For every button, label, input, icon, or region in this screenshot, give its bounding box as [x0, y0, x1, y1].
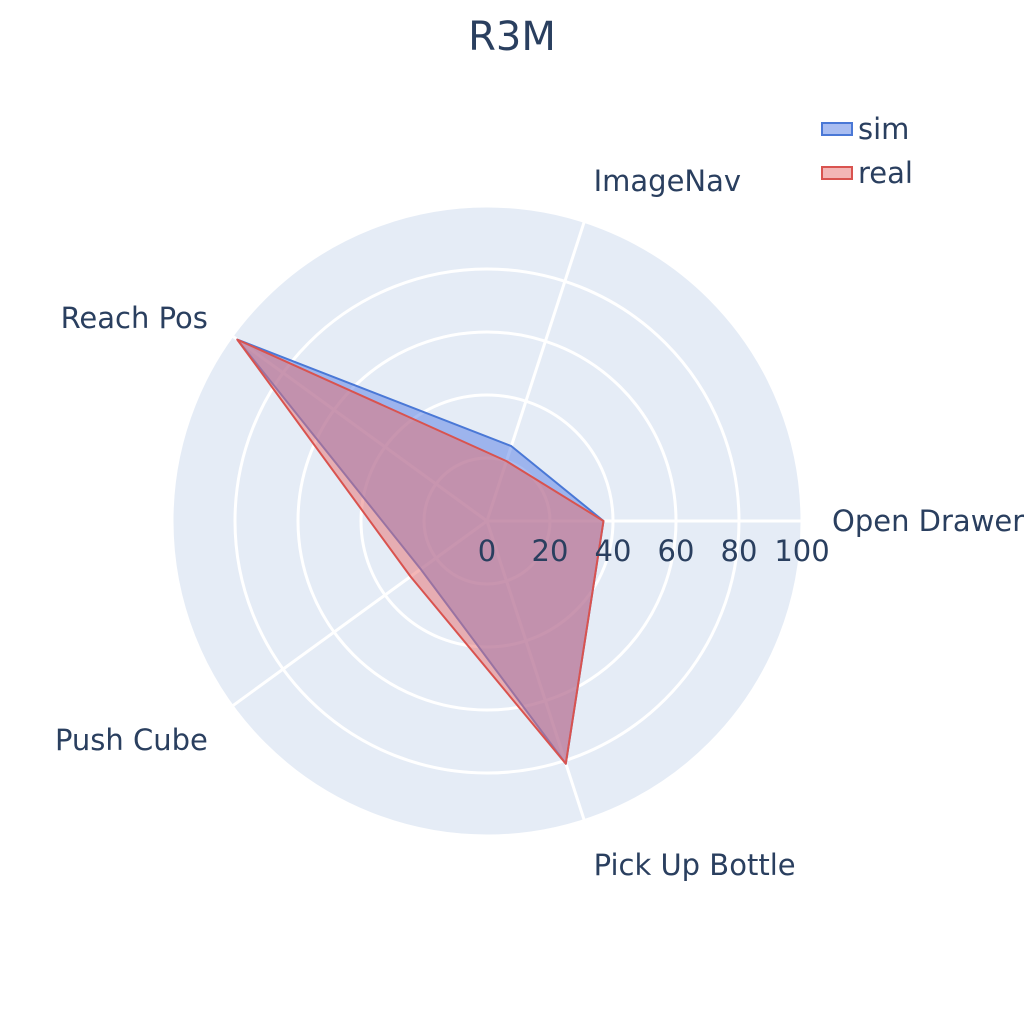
tick-label: 0 — [478, 534, 496, 568]
series-layer — [236, 338, 605, 765]
legend-item[interactable]: real — [821, 156, 913, 190]
legend-label: real — [858, 156, 913, 190]
radial-axis-ticks: 0 20 40 60 80 100 — [478, 534, 830, 568]
axis-label: ImageNav — [594, 164, 741, 198]
axis-label: Open Drawer — [832, 504, 1024, 538]
legend-item[interactable]: sim — [821, 112, 909, 146]
tick-label: 40 — [595, 534, 632, 568]
tick-label: 80 — [721, 534, 758, 568]
legend-swatch — [821, 122, 853, 136]
axis-label: Reach Pos — [61, 301, 208, 335]
axis-label: Pick Up Bottle — [594, 848, 796, 882]
tick-label: 20 — [532, 534, 569, 568]
legend-label: sim — [858, 112, 909, 146]
legend: sim real — [821, 112, 913, 190]
axis-label: Push Cube — [55, 723, 208, 757]
tick-label: 60 — [658, 534, 695, 568]
series-real — [236, 338, 605, 765]
chart-title: R3M — [468, 14, 556, 60]
tick-label: 100 — [774, 534, 829, 568]
legend-swatch — [821, 166, 853, 180]
